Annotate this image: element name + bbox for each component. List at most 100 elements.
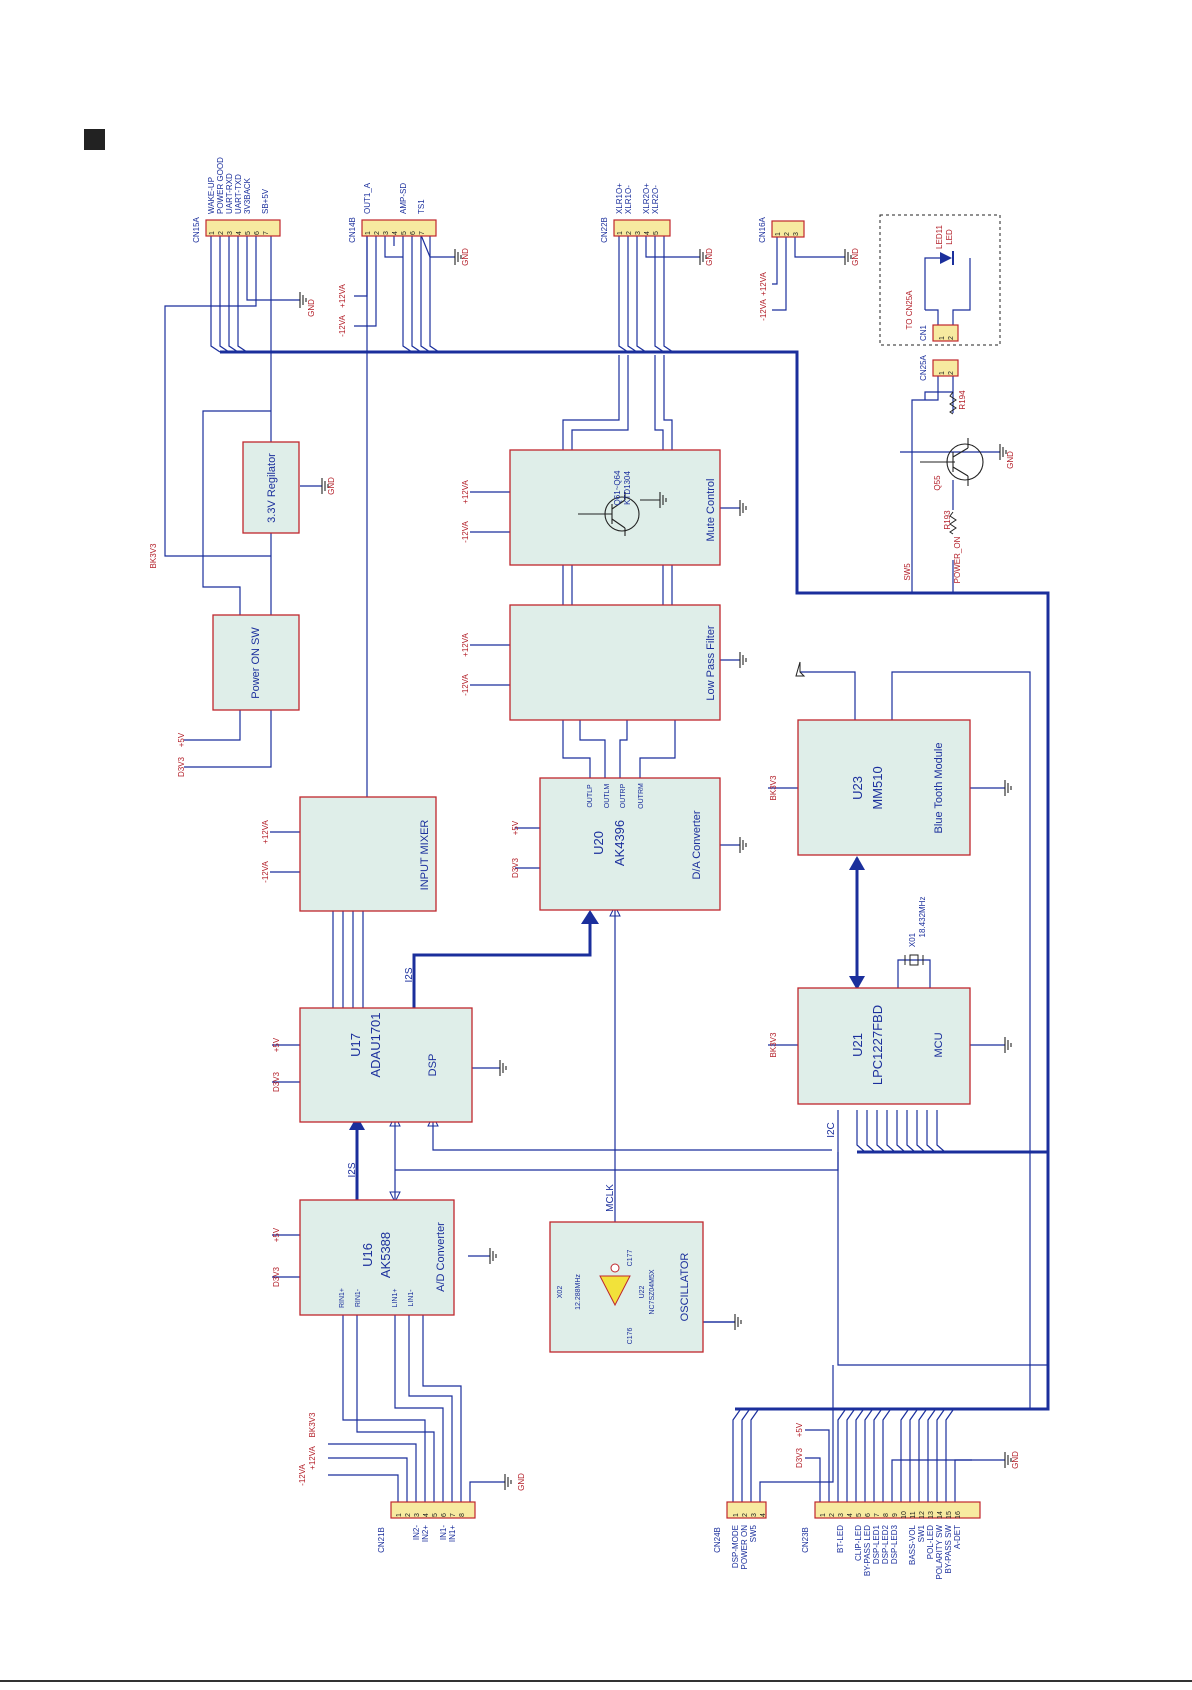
r194-label: R194 [958, 390, 967, 410]
cn15a-label-6: SB+5V [261, 188, 270, 214]
ground-icon [1004, 1037, 1012, 1053]
cn23b-label-14: BY-PASS SW [944, 1525, 953, 1574]
signal-wires [164, 234, 1048, 1502]
cn14b-label-0: OUT1_A [363, 182, 372, 214]
resistor-symbols [949, 391, 957, 535]
section-marker [84, 129, 105, 150]
dsp-ref: U17 [348, 1033, 363, 1057]
adc-pin-lin1p: LIN1+ [392, 1289, 399, 1308]
osc-block [549, 1221, 704, 1353]
rail-bk3v3-bt: BK3V3 [769, 775, 778, 800]
cn22b-label-1: XLR1O- [624, 185, 633, 214]
rail-5v-adc: +5V [272, 1227, 281, 1242]
rail-m12-cn21: -12VA [298, 1464, 307, 1486]
rail-p12-cn21: +12VA [308, 1446, 317, 1470]
rail-d3v3-dac: D3V3 [511, 857, 520, 878]
dac-pin-outrm: OUTRM [638, 783, 645, 809]
cn14b-label-6: TS1 [417, 199, 426, 214]
mcu-x01: X01 [908, 932, 917, 947]
cn14b-pin-6: 6 [410, 231, 417, 235]
ground-icon [734, 1314, 742, 1330]
lpf-label: Low Pass Filter [705, 625, 717, 701]
cn15a-ref: CN15A [192, 216, 201, 242]
rail-d3v3-adc: D3V3 [272, 1266, 281, 1287]
cn1-ref: CN1 [919, 324, 928, 341]
gnd-cn16: GND [851, 248, 860, 266]
cn24b-label-1: POWER ON [740, 1525, 749, 1570]
rail-m12-lpf: -12VA [461, 674, 470, 696]
cn15a-label-3: UART-TXD [234, 174, 243, 214]
rail-5v-cn23: +5V [795, 1422, 804, 1437]
cn23b-pin-10: 10 [901, 1511, 908, 1519]
cn16a-pin-3: 3 [793, 232, 800, 236]
rail-bk3v3-cn21: BK3V3 [308, 1412, 317, 1437]
x01-crystal-symbol [904, 954, 924, 966]
osc-u22: U22 [639, 1285, 646, 1298]
mcu-block [797, 987, 971, 1105]
ground-icon [739, 837, 747, 853]
dac-pin-outrp: OUTRP [620, 783, 627, 808]
cn23b-label-4: CLIP-LED [854, 1525, 863, 1561]
dac-pin-outlm: OUTLM [604, 784, 611, 809]
cn14b-label-4: AMP-SD [399, 183, 408, 214]
cn23b-pin-16: 16 [955, 1511, 962, 1519]
cn24b-pin-3: 3 [751, 1513, 758, 1517]
cn23b-pin-1: 1 [820, 1513, 827, 1517]
cn15a-label-2: UART-RXD [225, 173, 234, 214]
cn21b-label-3: IN2+ [421, 1525, 430, 1542]
main-bus [220, 350, 1050, 1411]
ground-icon [999, 444, 1007, 460]
mute-q-ref: Q61~Q64 [613, 470, 622, 505]
cn22b-label-3: XLR2O+ [642, 183, 651, 214]
power-on-net: POWER_ON [953, 536, 962, 583]
cn23b-label-2: BT-LED [836, 1525, 845, 1553]
cn1-pin-1: 1 [939, 336, 946, 340]
cn22b-pin-5: 5 [653, 231, 660, 235]
cn21b-pin-7: 7 [450, 1513, 457, 1517]
cn14b-pin-5: 5 [401, 231, 408, 235]
cn21b-label-5: IN1- [439, 1525, 448, 1540]
cn21b-pin-5: 5 [432, 1513, 439, 1517]
cn23b-pin-4: 4 [847, 1513, 854, 1517]
dac-ref: U20 [591, 831, 606, 855]
cn1-pin-2: 2 [948, 336, 955, 340]
cn23b-pin-11: 11 [910, 1511, 917, 1518]
power-sw-block [212, 614, 300, 711]
cn21b-pin-3: 3 [414, 1513, 421, 1517]
adc-func: A/D Converter [435, 1222, 447, 1292]
ground-icon [844, 249, 852, 265]
ground-icon [499, 1060, 507, 1076]
osc-x02: X02 [557, 1286, 564, 1299]
cn23b-body [814, 1501, 981, 1519]
rail-bk3v3-reg: BK3V3 [149, 543, 158, 568]
cn21b-pin-1: 1 [396, 1513, 403, 1517]
cn23b-pin-3: 3 [838, 1513, 845, 1517]
cn23b-label-10: BASS-VOL [908, 1524, 917, 1565]
bt-part: MM510 [870, 766, 885, 809]
cn15a-label-1: POWER GOOD [216, 157, 225, 214]
cn15a-pin-2: 2 [218, 231, 225, 235]
cn23b-pin-12: 12 [919, 1511, 926, 1519]
adc-pin-rin1m: RIN1- [355, 1288, 362, 1307]
mcu-x01-freq: 18.432MHz [918, 897, 927, 938]
ground-icon [739, 500, 747, 516]
rail-p12-cn16: +12VA [759, 272, 768, 296]
connector-bodies [205, 219, 981, 1519]
cn23b-label-5: BY-PASS LED [863, 1525, 872, 1576]
led-word-label: LED [945, 229, 954, 245]
cn14b-ref: CN14B [348, 217, 357, 243]
cn23b-pin-6: 6 [865, 1513, 872, 1517]
osc-x02-freq: 12.288MHz [575, 1274, 582, 1310]
cn16a-pin-2: 2 [784, 232, 791, 236]
cn15a-label-4: 3V3BACK [243, 177, 252, 214]
i2c-label: I2C [826, 1122, 837, 1138]
cn15a-pin-3: 3 [227, 231, 234, 235]
cn14b-body [361, 219, 437, 237]
ground-icon [299, 292, 307, 308]
osc-c176: C176 [627, 1328, 634, 1345]
cn14b-pin-2: 2 [374, 231, 381, 235]
rail-bk3v3-mcu: BK3V3 [769, 1032, 778, 1057]
rail-d3v3-dsp: D3V3 [272, 1071, 281, 1092]
cn24b-body [726, 1501, 767, 1519]
